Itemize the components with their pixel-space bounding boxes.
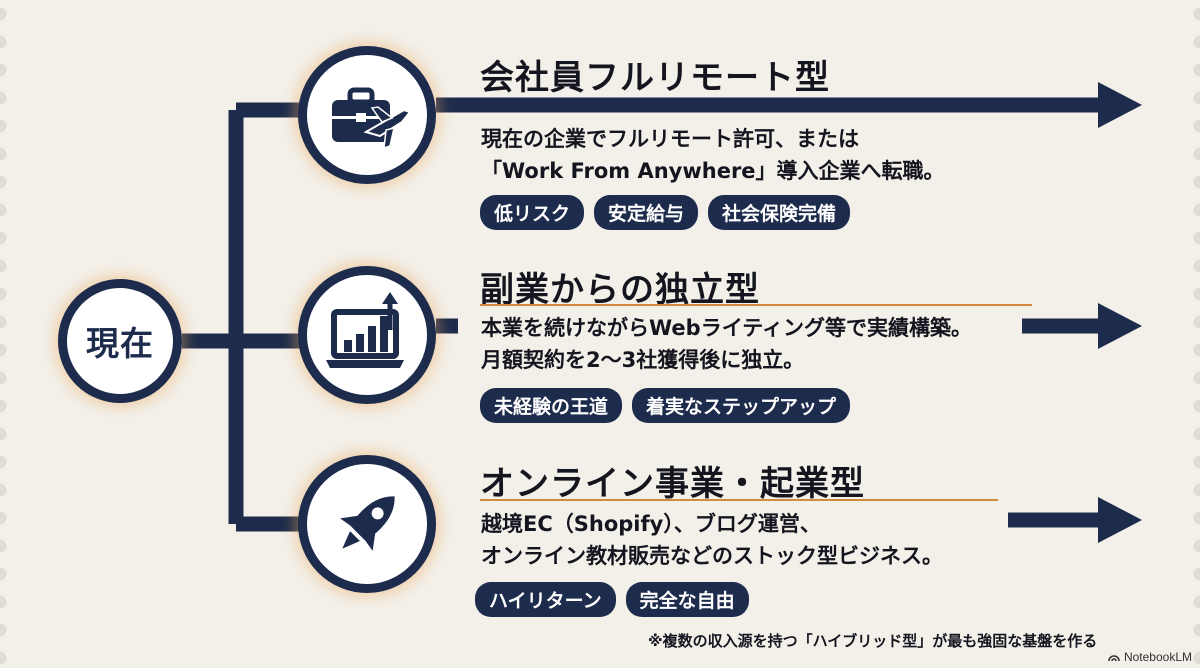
path-3-tags: ハイリターン 完全な自由 (475, 582, 749, 617)
path-3-tag: 完全な自由 (625, 582, 749, 617)
current-state-label: 現在 (86, 324, 154, 363)
path-3-description-line-1: 越境EC（Shopify）、ブログ運営、 (481, 512, 821, 536)
briefcase-airplane-icon (332, 87, 412, 150)
path-3-tag: ハイリターン (475, 582, 616, 617)
arrowhead-2 (1098, 303, 1142, 349)
path-1-description-line-2: 「Work From Anywhere」導入企業へ転職。 (481, 159, 945, 183)
path-2-title: 副業からの独立型 (480, 270, 760, 310)
path-1-icon-circle (298, 46, 436, 184)
arrowhead-1 (1098, 82, 1142, 128)
path-3-title-underline (480, 499, 998, 501)
path-3-description: 越境EC（Shopify）、ブログ運営、 オンライン教材販売などのストック型ビジ… (481, 508, 943, 572)
path-1-tag: 安定給与 (594, 195, 699, 230)
path-2-description-line-1: 本業を続けながらWebライティング等で実績構築。 (481, 316, 973, 340)
current-state-node: 現在 (58, 279, 182, 403)
laptop-growth-chart-icon (326, 292, 404, 368)
watermark-label: NotebookLM (1123, 650, 1192, 664)
path-1-tag: 社会保険完備 (708, 195, 851, 230)
path-2-description-line-2: 月額契約を2〜3社獲得後に独立。 (481, 348, 805, 372)
path-1-description-line-1: 現在の企業でフルリモート許可、または (481, 127, 859, 151)
path-2-tags: 未経験の王道 着実なステップアップ (480, 388, 851, 423)
path-1-tag: 低リスク (480, 195, 585, 230)
path-1-tags: 低リスク 安定給与 社会保険完備 (480, 195, 851, 230)
page-edge-right (1190, 0, 1200, 668)
path-2-tag: 未経験の王道 (480, 388, 623, 423)
path-3-icon-circle (298, 455, 436, 593)
path-3-description-line-2: オンライン教材販売などのストック型ビジネス。 (481, 544, 943, 568)
arrowhead-3 (1098, 497, 1142, 543)
path-2-icon-circle (298, 266, 436, 404)
footnote: ※複数の収入源を持つ「ハイブリッド型」が最も強固な基盤を作る (648, 632, 1098, 650)
path-2-tag: 着実なステップアップ (632, 388, 851, 423)
notebooklm-logo-icon (1108, 655, 1120, 662)
path-1-description: 現在の企業でフルリモート許可、または 「Work From Anywhere」導… (481, 123, 945, 187)
rocket-icon (340, 496, 395, 551)
page-edge-left (0, 0, 10, 668)
path-1-title: 会社員フルリモート型 (480, 58, 830, 98)
path-2-description: 本業を続けながらWebライティング等で実績構築。 月額契約を2〜3社獲得後に独立… (481, 312, 972, 376)
path-3-title: オンライン事業・起業型 (480, 464, 865, 504)
path-2-title-underline (480, 304, 1032, 306)
watermark: NotebookLM (1108, 650, 1192, 664)
